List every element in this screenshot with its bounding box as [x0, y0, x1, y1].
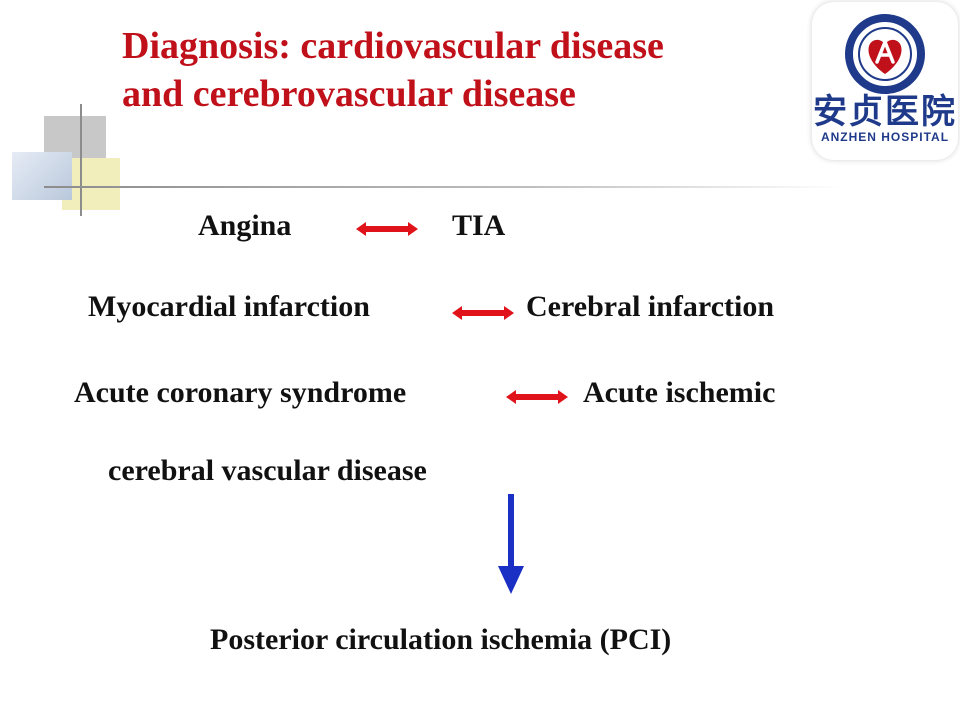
hospital-emblem-icon — [845, 14, 925, 94]
decor-horizontal-line — [44, 186, 844, 188]
continuation-text: cerebral vascular disease — [108, 454, 427, 487]
pair-2-left: Myocardial infarction — [88, 290, 370, 323]
hospital-logo: 安贞医院 ANZHEN HOSPITAL — [812, 2, 958, 160]
pair-3-left: Acute coronary syndrome — [74, 376, 407, 409]
pair-3-right: Acute ischemic — [583, 376, 776, 409]
pair-1-right: TIA — [452, 209, 506, 242]
decor-blue-square — [12, 152, 72, 200]
pair-2-right: Cerebral infarction — [526, 290, 775, 323]
left-right-arrow-icon — [356, 222, 418, 236]
down-arrow-icon — [498, 494, 524, 594]
left-right-arrow-icon — [506, 390, 568, 404]
title-line-2: and cerebrovascular disease — [122, 73, 576, 115]
logo-english-name: ANZHEN HOSPITAL — [820, 130, 950, 144]
conclusion-text: Posterior circulation ischemia (PCI) — [210, 623, 672, 656]
pair-1-left: Angina — [198, 209, 292, 242]
logo-chinese-name: 安贞医院 — [813, 92, 957, 132]
left-right-arrow-icon — [452, 306, 514, 320]
decor-vertical-line — [80, 104, 82, 216]
title-line-1: Diagnosis: cardiovascular disease — [122, 25, 664, 67]
slide-title: Diagnosis: cardiovascular disease and ce… — [122, 22, 664, 118]
